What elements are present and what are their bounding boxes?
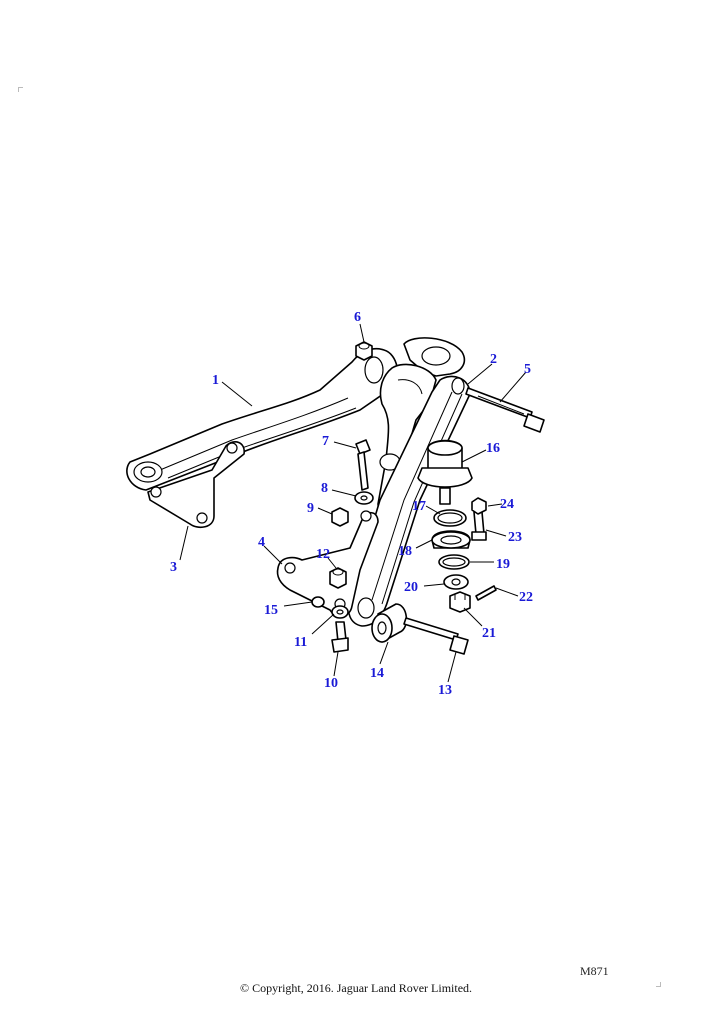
part-9-nut — [331, 507, 349, 527]
callout-11[interactable]: 11 — [294, 635, 307, 650]
callout-7[interactable]: 7 — [322, 434, 329, 449]
part-20-washer — [443, 574, 469, 590]
part-15-washer — [311, 596, 325, 608]
callout-13[interactable]: 13 — [438, 683, 452, 698]
leader-lines — [179, 323, 527, 683]
callout-1[interactable]: 1 — [212, 373, 219, 388]
part-22-split-pin — [475, 585, 497, 601]
part-23-bolt — [471, 511, 487, 541]
callout-22[interactable]: 22 — [519, 590, 533, 605]
part-3-bracket-plate — [147, 441, 245, 529]
callout-17[interactable]: 17 — [412, 499, 426, 514]
crop-mark-bottom-right — [656, 982, 661, 987]
part-1-radius-arm — [126, 347, 399, 491]
part-6-nut — [355, 341, 373, 361]
callout-12[interactable]: 12 — [316, 547, 330, 562]
part-7-bolt — [355, 439, 371, 491]
part-10-bolt — [331, 621, 349, 653]
part-21-castle-nut — [449, 591, 471, 613]
callout-labels: 1 2 3 4 5 6 7 8 9 10 11 12 13 14 15 16 1… — [170, 310, 533, 698]
callout-24[interactable]: 24 — [500, 497, 514, 512]
callout-21[interactable]: 21 — [482, 626, 496, 641]
callout-20[interactable]: 20 — [404, 580, 418, 595]
copyright-notice: © Copyright, 2016. Jaguar Land Rover Lim… — [239, 981, 473, 995]
callout-2[interactable]: 2 — [490, 352, 497, 367]
callout-14[interactable]: 14 — [370, 666, 384, 681]
callout-19[interactable]: 19 — [496, 557, 510, 572]
part-16-ball-joint — [417, 439, 473, 505]
part-12-nut — [329, 567, 347, 589]
callout-18[interactable]: 18 — [398, 544, 412, 559]
callout-3[interactable]: 3 — [170, 560, 177, 575]
part-18-boot — [431, 530, 471, 549]
callout-16[interactable]: 16 — [486, 441, 500, 456]
part-17-ring — [433, 509, 467, 527]
callout-4[interactable]: 4 — [258, 535, 265, 550]
callout-6[interactable]: 6 — [354, 310, 361, 325]
part-24-nut — [471, 497, 487, 515]
callout-10[interactable]: 10 — [324, 676, 338, 691]
callout-23[interactable]: 23 — [508, 530, 522, 545]
part-19-o-ring — [438, 554, 470, 570]
callout-15[interactable]: 15 — [264, 603, 278, 618]
callout-8[interactable]: 8 — [321, 481, 328, 496]
part-13-bolt — [403, 617, 469, 655]
part-4-bracket — [276, 510, 379, 618]
crop-mark-top-left — [18, 87, 23, 92]
part-11-washer — [331, 605, 349, 619]
callout-5[interactable]: 5 — [524, 362, 531, 377]
part-5-bolt — [465, 387, 545, 433]
figure-code: M871 — [580, 964, 609, 978]
part-8-washer — [354, 491, 374, 505]
part-14-bush — [371, 603, 408, 643]
callout-9[interactable]: 9 — [307, 501, 314, 516]
